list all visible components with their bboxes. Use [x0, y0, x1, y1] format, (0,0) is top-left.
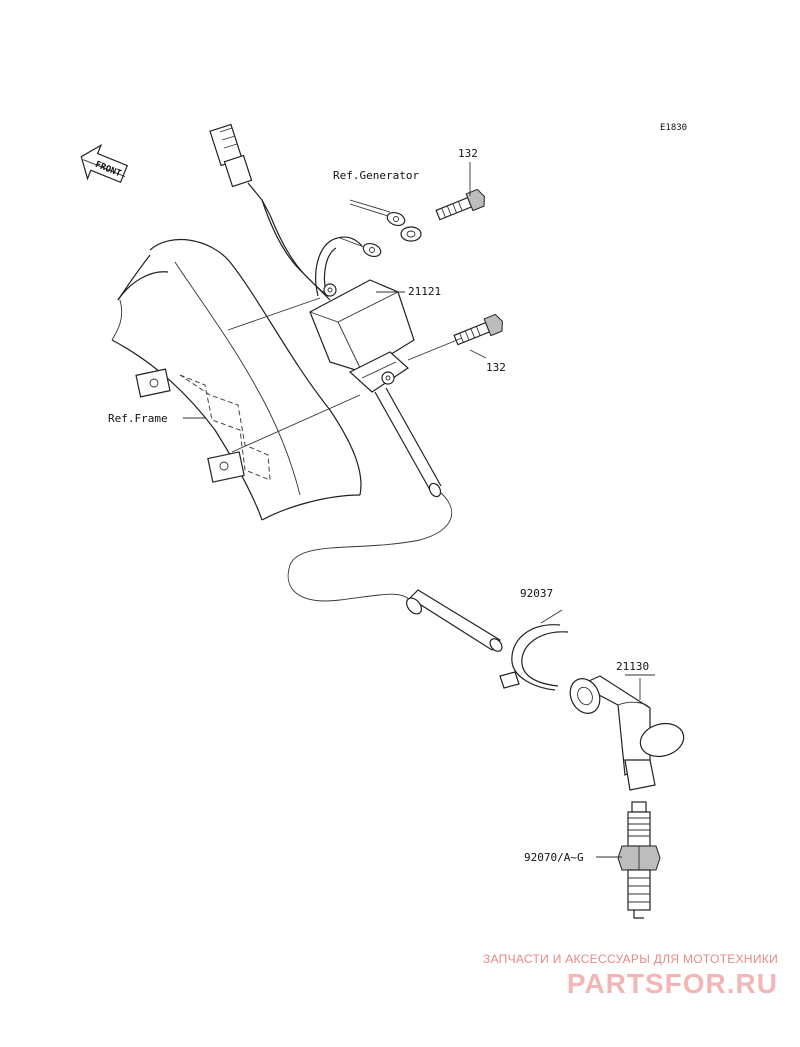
label-clamp: 92037: [520, 587, 553, 600]
label-bolt-upper: 132: [458, 147, 478, 160]
label-plug-cap: 21130: [616, 660, 649, 673]
ignition-coil-21121: [309, 279, 415, 393]
label-ref-generator: Ref.Generator: [333, 169, 419, 182]
watermark-logo: PARTSFOR.RU: [566, 968, 778, 999]
front-arrow-icon: FRONT: [80, 143, 129, 184]
coil-connector: [209, 123, 331, 301]
high-tension-lead: [287, 387, 503, 652]
label-ref-frame: Ref.Frame: [108, 412, 168, 425]
clamp-92037: [499, 609, 569, 691]
label-coil: 21121: [408, 285, 441, 298]
bolt-upper-132: [435, 188, 485, 221]
watermark: ЗАПЧАСТИ И АКСЕССУАРЫ ДЛЯ МОТОТЕХНИКИ PA…: [483, 952, 778, 1000]
watermark-tagline: ЗАПЧАСТИ И АКСЕССУАРЫ ДЛЯ МОТОТЕХНИКИ: [482, 952, 778, 966]
diagram-code: E1830: [660, 123, 687, 133]
spark-plug-cap-21130: [569, 675, 685, 791]
spark-plug-92070: [617, 801, 661, 919]
label-bolt-lower: 132: [486, 361, 506, 374]
label-spark-plug: 92070/A~G: [524, 851, 584, 864]
ground-wire: [315, 199, 422, 297]
frame-tube: [111, 238, 362, 521]
bolt-lower-132: [453, 313, 503, 346]
